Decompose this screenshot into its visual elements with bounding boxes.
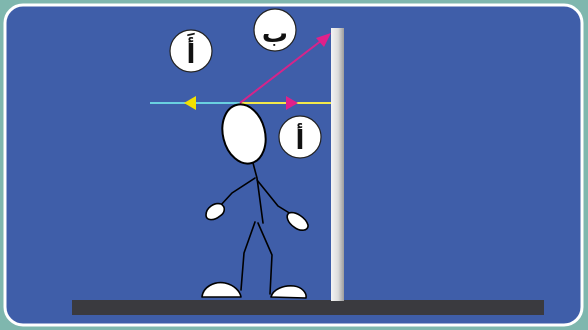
label-top: ب xyxy=(254,9,296,51)
label-right-text: أ xyxy=(296,123,305,156)
floor xyxy=(72,300,544,315)
label-right: أ xyxy=(279,116,321,158)
label-left: أَ xyxy=(170,30,212,72)
label-top-text: ب xyxy=(262,19,288,49)
diagram-panel xyxy=(5,5,582,325)
wall-post xyxy=(331,28,344,301)
